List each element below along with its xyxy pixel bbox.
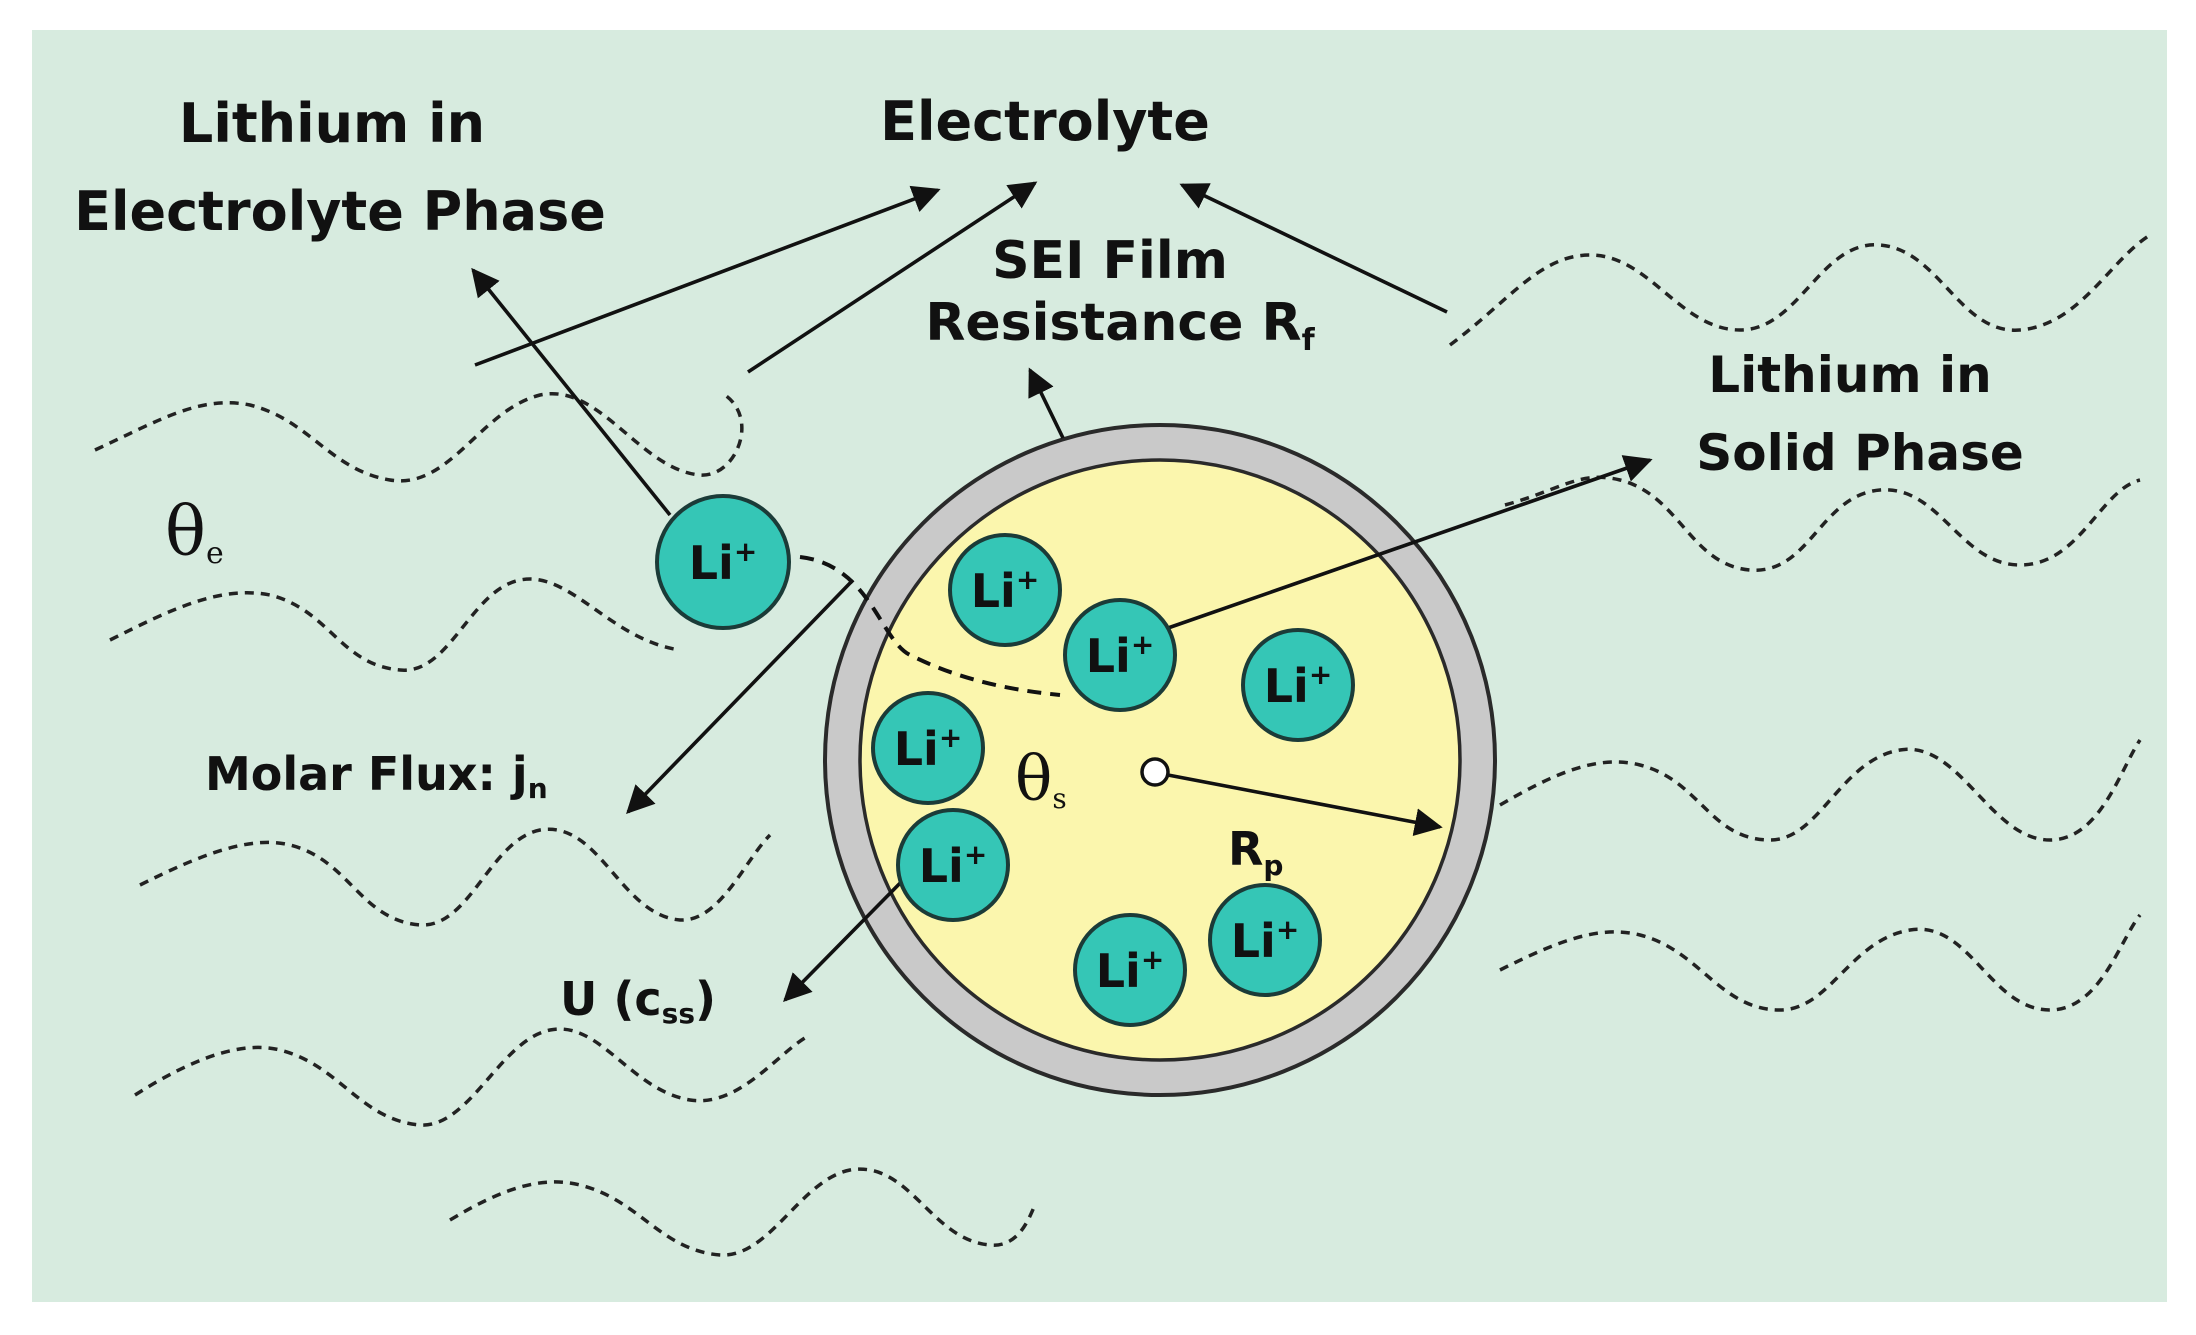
svg-text:Li+: Li+ xyxy=(1096,943,1165,998)
arrow-particle-radius xyxy=(1167,773,1443,837)
lithium-ion: Li+ xyxy=(871,691,985,805)
wave-line xyxy=(449,1167,1037,1257)
label-theta-s: θs xyxy=(1015,742,1067,815)
arrow-to-electrolyte-left xyxy=(474,185,941,367)
wave-line xyxy=(1499,913,2142,1012)
label-sei-film-line2: Resistance Rf xyxy=(925,293,1315,358)
label-lithium-solid-line2: Solid Phase xyxy=(1696,424,2024,482)
label-lithium-electrolyte-line2: Electrolyte Phase xyxy=(74,180,606,243)
wave-line xyxy=(1499,739,2142,842)
arrow-to-electrolyte-center xyxy=(747,181,1038,374)
electrolyte-waves xyxy=(94,233,2151,1257)
arrows xyxy=(471,181,1653,1002)
lithium-ion: Li+ xyxy=(1063,598,1177,712)
label-theta-e: θe xyxy=(165,493,224,572)
label-lithium-solid-line1: Lithium in xyxy=(1708,346,1991,404)
diffusion-path xyxy=(799,555,1061,697)
arrow-to-sei-film xyxy=(1028,367,1065,439)
svg-text:Li+: Li+ xyxy=(971,563,1040,618)
label-electrolyte: Electrolyte xyxy=(880,90,1210,153)
svg-text:Li+: Li+ xyxy=(689,535,758,590)
wave-line xyxy=(109,577,681,672)
arrow-open-circuit-potential xyxy=(783,868,915,1002)
arrow-molar-flux xyxy=(626,578,855,815)
lithium-ion: Li+ xyxy=(896,808,1010,922)
lithium-ion: Li+ xyxy=(1208,883,1322,997)
lithium-ion: Li+ xyxy=(655,494,791,630)
arrow-to-lithium-electrolyte-phase xyxy=(471,267,672,517)
label-sei-film-line1: SEI Film xyxy=(992,231,1228,291)
svg-text:Li+: Li+ xyxy=(1231,913,1300,968)
wave-line xyxy=(134,1027,811,1127)
svg-text:Li+: Li+ xyxy=(1086,628,1155,683)
wave-line xyxy=(94,391,744,483)
wave-line xyxy=(1504,475,2141,572)
arrow-to-electrolyte-right xyxy=(1179,183,1448,314)
svg-text:Li+: Li+ xyxy=(919,838,988,893)
svg-text:Li+: Li+ xyxy=(1264,658,1333,713)
label-lithium-electrolyte-line1: Lithium in xyxy=(179,92,485,155)
label-molar-flux: Molar Flux: jn xyxy=(205,747,548,805)
lithium-ion: Li+ xyxy=(1073,913,1187,1027)
label-particle-radius: Rp xyxy=(1228,822,1283,882)
wave-line xyxy=(1448,233,2151,347)
lithium-ion: Li+ xyxy=(948,533,1062,647)
svg-text:Li+: Li+ xyxy=(894,721,963,776)
wave-line xyxy=(139,827,772,927)
arrow-to-lithium-solid-phase xyxy=(1167,455,1653,630)
label-u-css: U (css) xyxy=(560,972,716,1030)
particle-center-marker xyxy=(1140,757,1170,787)
lithium-ion: Li+ xyxy=(1241,628,1355,742)
